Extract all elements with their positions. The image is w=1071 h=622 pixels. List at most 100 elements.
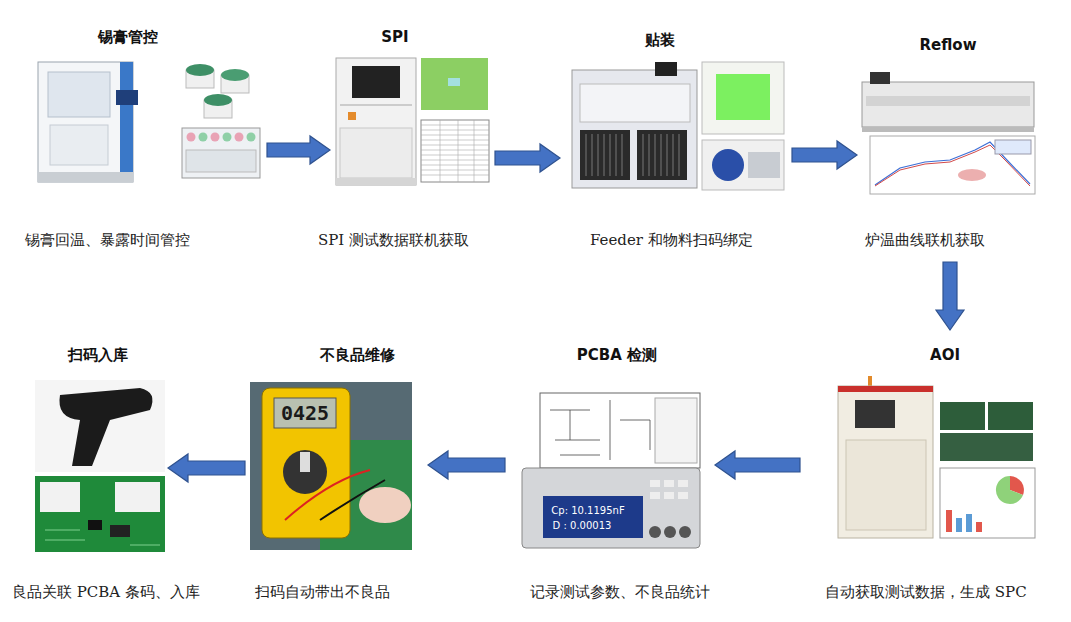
spi-image <box>421 58 488 110</box>
aoi-images <box>946 510 952 532</box>
reflow-oven <box>862 127 1034 132</box>
process-step: AOI自动获取测试数据，生成 SPC <box>835 375 1035 540</box>
aoi-images <box>966 514 972 532</box>
schematic-window <box>540 393 700 468</box>
process-step: 扫码入库良品关联 PCBA 条码、入库 <box>35 380 165 552</box>
reflow-oven <box>862 72 1034 132</box>
step-title: PCBA 检测 <box>577 346 657 365</box>
repair-photo <box>359 487 411 523</box>
lcr-meter <box>678 492 688 499</box>
flow-arrow <box>715 451 800 479</box>
paste-cabinet <box>38 62 138 182</box>
lcr-meter <box>664 480 674 487</box>
spi-machine <box>336 58 416 185</box>
step-caption: 自动获取测试数据，生成 SPC <box>825 583 1027 602</box>
feeder-scanner <box>716 74 770 120</box>
feeder-scanner <box>748 152 780 178</box>
aoi-images <box>940 468 1035 538</box>
display-reading: Cp: 10.1195nF <box>551 505 624 516</box>
paste-cabinet <box>116 90 138 105</box>
process-step: Reflow炉温曲线联机获取 <box>858 58 1035 190</box>
process-step: 不良品维修扫码自动带出不良品 <box>250 382 412 550</box>
paste-warmer <box>223 133 232 142</box>
temperature-profile <box>995 140 1031 154</box>
spi-table <box>421 120 489 182</box>
feeder-scanner <box>702 62 784 134</box>
paste-jars <box>221 69 249 81</box>
spi-image <box>421 58 488 110</box>
step-title: 贴装 <box>645 31 675 50</box>
aoi-machine <box>868 376 872 386</box>
paste-warmer <box>199 133 208 142</box>
paste-warmer <box>247 133 256 142</box>
paste-warmer <box>182 128 260 178</box>
step-caption: SPI 测试数据联机获取 <box>318 231 469 250</box>
schematic-window <box>540 393 700 468</box>
step-title: Reflow <box>919 36 976 54</box>
aoi-images <box>976 522 982 532</box>
lcr-meter <box>678 480 688 487</box>
repair-photo <box>274 398 336 428</box>
paste-warmer <box>211 133 220 142</box>
spi-machine <box>336 58 416 185</box>
barcode-scanner <box>35 380 165 472</box>
feeder-scanner <box>712 149 744 181</box>
paste-cabinet <box>50 125 108 165</box>
barcode-scanner <box>35 380 165 472</box>
spi-table <box>421 120 489 182</box>
reflow-oven <box>870 72 890 84</box>
display-reading: D : 0.00013 <box>553 520 612 531</box>
pcba-board <box>45 530 160 545</box>
placement-machine <box>572 62 697 188</box>
repair-photo <box>285 470 370 520</box>
step-caption: 记录测试参数、不良品统计 <box>530 583 710 602</box>
paste-cabinet <box>38 172 133 182</box>
step-caption: 锡膏回温、暴露时间管控 <box>25 231 190 250</box>
aoi-machine <box>855 400 895 428</box>
repair-photo <box>300 452 310 472</box>
flow-arrow <box>936 262 964 330</box>
temperature-profile <box>958 169 986 181</box>
spi-machine <box>336 178 416 185</box>
aoi-machine <box>838 376 933 538</box>
paste-cabinet <box>120 62 133 182</box>
aoi-machine <box>838 386 933 392</box>
step-caption: 炉温曲线联机获取 <box>865 231 985 250</box>
aoi-images <box>940 433 1033 461</box>
feeder-scanner <box>702 62 784 190</box>
paste-cabinet <box>38 62 133 182</box>
pcba-board <box>35 476 165 552</box>
step-caption: 扫码自动带出不良品 <box>255 583 390 602</box>
step-caption: Feeder 和物料扫码绑定 <box>590 231 753 250</box>
lcr-meter <box>650 480 660 487</box>
spi-table <box>421 120 489 182</box>
placement-machine <box>580 84 690 122</box>
placement-machine <box>586 134 679 176</box>
flow-arrow <box>267 136 330 164</box>
paste-warmer <box>182 128 260 178</box>
lcr-meter <box>522 468 700 548</box>
step-title: SPI <box>381 28 408 46</box>
reflow-oven <box>866 96 1030 106</box>
temperature-profile <box>870 136 1035 194</box>
spi-image <box>448 78 460 86</box>
lcr-meter <box>664 526 676 538</box>
process-step: 贴装Feeder 和物料扫码绑定 <box>570 58 785 190</box>
step-caption: 良品关联 PCBA 条码、入库 <box>12 583 200 602</box>
paste-jars <box>204 94 232 106</box>
lcr-meter <box>543 496 643 538</box>
lcr-meter <box>679 526 691 538</box>
spi-machine <box>340 104 412 106</box>
temperature-profile <box>870 136 1035 194</box>
paste-warmer <box>186 150 256 172</box>
lcr-meter <box>664 492 674 499</box>
pcba-board <box>88 520 102 530</box>
pcba-board <box>115 482 160 512</box>
pcba-board <box>35 476 165 552</box>
pcba-board <box>40 482 80 512</box>
paste-jars <box>186 64 214 76</box>
flow-arrow <box>495 144 560 172</box>
